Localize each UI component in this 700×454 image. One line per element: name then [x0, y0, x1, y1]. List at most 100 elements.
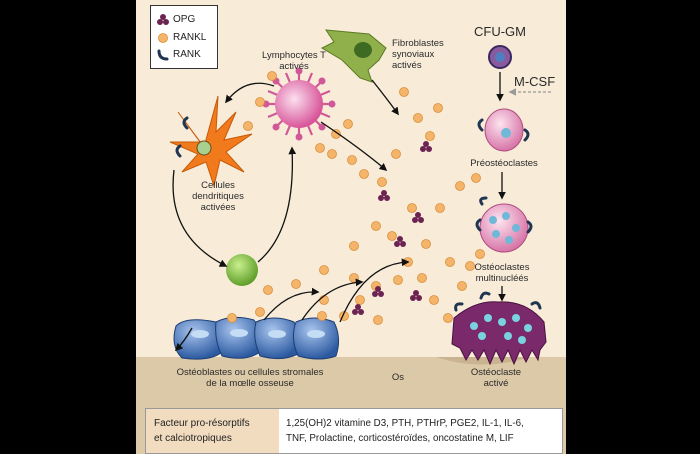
opg-molecule — [420, 141, 432, 152]
rankl-dot — [327, 149, 337, 159]
rank-receptor — [182, 116, 189, 130]
rankl-dot — [359, 169, 369, 179]
rankl-dot — [243, 121, 253, 131]
rank-receptor — [479, 196, 488, 206]
diagram-panel — [136, 0, 566, 454]
factors-header-line2: et calciotropiques — [154, 433, 232, 444]
rankl-dot — [421, 239, 431, 249]
rank-receptor — [475, 218, 482, 232]
rankl-dot — [399, 87, 409, 97]
rankl-dot — [355, 295, 365, 305]
factors-header: Facteur pro-résorptifs et calciotropique… — [146, 409, 279, 453]
rank-receptor — [479, 291, 491, 300]
rankl-legend-icon — [158, 33, 168, 43]
legend-opg-label: OPG — [173, 14, 196, 25]
opg-molecule — [410, 290, 422, 301]
rankl-dot — [417, 273, 427, 283]
osteoblast-cells — [173, 316, 340, 360]
opg-molecule — [352, 304, 364, 315]
rankl-dot — [465, 261, 475, 271]
rankl-dot — [343, 119, 353, 129]
osteoblast-nucleus — [268, 330, 286, 338]
factors-list: 1,25(OH)2 vitamine D3, PTH, PTHrP, PGE2,… — [286, 416, 561, 446]
osteoblast-nucleus — [230, 329, 248, 337]
rank-receptor — [477, 118, 484, 132]
arrow-dendritic-to-green — [172, 169, 228, 267]
rankl-dot — [347, 155, 357, 165]
arrow-osteoblast-to-rankl-1 — [263, 287, 320, 321]
rankl-dot — [373, 315, 383, 325]
label-preosteoclasts: Préostéoclastes — [470, 158, 538, 169]
legend-symbols — [157, 14, 169, 61]
rankl-dot — [371, 221, 381, 231]
factors-header-line1: Facteur pro-résorptifs — [154, 418, 250, 429]
label-cfu-gm: CFU-GM — [474, 24, 526, 39]
arrow-to-osteoblast — [174, 327, 193, 352]
fibroblast-cell — [320, 29, 387, 83]
rankl-dot — [407, 203, 417, 213]
rankl-dot — [435, 203, 445, 213]
label-dendritic: Cellules dendritiques activées — [192, 180, 244, 213]
arrow-green-to-lymphocyte — [257, 146, 297, 263]
rankl-dot — [471, 173, 481, 183]
rankl-dot — [433, 103, 443, 113]
dendritic-cell — [169, 95, 253, 188]
rankl-dot — [413, 113, 423, 123]
label-lymphocytes: Lymphocytes T activés — [262, 50, 326, 72]
label-multinucleated: Ostéoclastes multinucléés — [474, 262, 530, 284]
factors-table: Facteur pro-résorptifs et calciotropique… — [145, 408, 563, 454]
rankl-dot — [391, 149, 401, 159]
opg-legend-icon — [157, 14, 169, 25]
arrow-lymphocyte-to-dendritic — [225, 82, 275, 104]
lymphocyte-t-cell — [262, 67, 336, 141]
rankl-dot — [457, 281, 467, 291]
rankl-dot — [377, 177, 387, 187]
factors-list-line2: TNF, Prolactine, corticostéroïdes, oncos… — [286, 433, 514, 444]
rankl-dot — [315, 143, 325, 153]
opg-molecule — [394, 236, 406, 247]
diagram-svg — [136, 29, 566, 454]
arrow-osteoblast-to-rankl-3 — [339, 258, 410, 323]
opg-molecule — [372, 286, 384, 297]
rankl-dot — [393, 275, 403, 285]
label-m-csf: M-CSF — [514, 74, 556, 89]
rankl-dot — [455, 181, 465, 191]
rankl-dot — [425, 131, 435, 141]
rank-receptor — [454, 302, 464, 312]
rank-receptor — [526, 220, 533, 234]
green-cell — [226, 254, 258, 286]
cfu-gm-cell — [488, 45, 512, 69]
legend-rankl-label: RANKL — [173, 32, 207, 43]
arrow-fibroblast-down — [371, 79, 399, 116]
opg-molecule — [412, 212, 424, 223]
arrow-lymphocyte-to-cells — [320, 121, 388, 172]
label-fibroblastes: Fibroblastes synoviaux activés — [392, 38, 444, 71]
rankl-dot — [445, 257, 455, 267]
rankl-dot — [349, 273, 359, 283]
label-active-osteoclast: Ostéoclaste activé — [470, 367, 522, 389]
rankl-dot — [291, 279, 301, 289]
resorption-pit — [436, 357, 531, 365]
rankl-dot — [263, 285, 273, 295]
rankl-dot — [319, 295, 329, 305]
rankl-dot — [319, 265, 329, 275]
multinucleated-osteoclast-cell — [479, 203, 529, 253]
osteoblast-nucleus — [307, 330, 325, 338]
rankl-dot — [255, 307, 265, 317]
legend: OPG RANKL RANK — [150, 5, 218, 69]
opg-molecule — [378, 190, 390, 201]
factors-list-line1: 1,25(OH)2 vitamine D3, PTH, PTHrP, PGE2,… — [286, 418, 524, 429]
rankl-dot — [267, 71, 277, 81]
rankl-dot — [255, 97, 265, 107]
active-osteoclast-cell — [451, 301, 547, 366]
rank-legend-icon — [157, 49, 169, 61]
arrow-osteoblast-to-rankl-2 — [301, 278, 364, 321]
rankl-dot — [429, 295, 439, 305]
rankl-dot — [227, 313, 237, 323]
rankl-dot — [387, 231, 397, 241]
rankl-dot — [349, 241, 359, 251]
rank-receptor — [175, 144, 182, 158]
legend-rank-label: RANK — [173, 49, 201, 60]
label-os: Os — [391, 372, 405, 383]
rankl-dot — [317, 311, 327, 321]
